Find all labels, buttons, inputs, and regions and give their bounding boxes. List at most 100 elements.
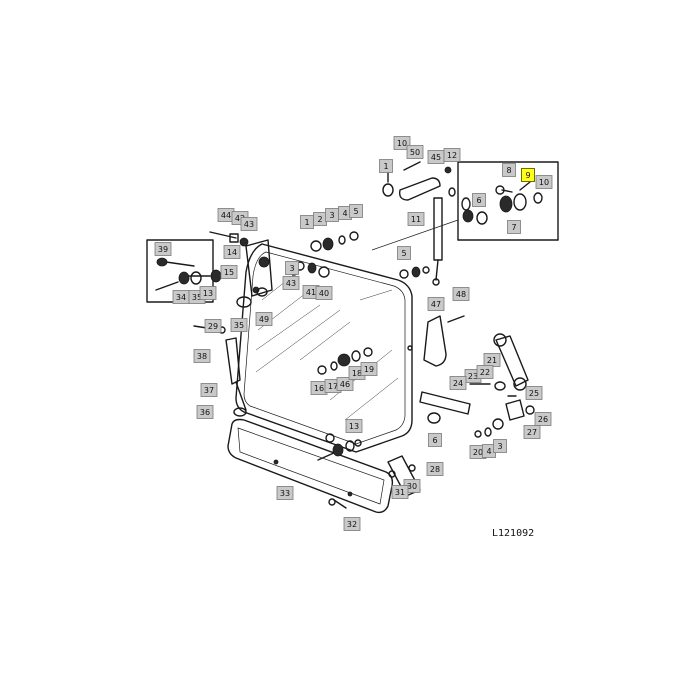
callout-box [220,265,238,279]
callout-3: 3 [325,208,339,222]
callout-25: 25 [525,386,543,400]
parts-artwork [146,161,559,514]
callout-5: 5 [397,246,411,260]
bottom-washers [317,433,362,461]
gas-strut-assembly [382,161,488,286]
callout-box [196,405,214,419]
callout-number: 25 [529,389,539,398]
callout-number: 45 [431,153,441,162]
callout-48: 48 [452,287,470,301]
callout-10: 10 [393,136,411,150]
callout-5: 5 [349,204,363,218]
callout-number: 35 [192,293,202,302]
callout-box [200,383,218,397]
callout-number: 3 [329,211,334,220]
callout-16: 16 [310,381,328,395]
callout-box [315,286,333,300]
callout-number: 5 [353,207,358,216]
callout-24: 24 [449,376,467,390]
callout-36: 36 [196,405,214,419]
callout-number: 41 [306,288,316,297]
callout-number: 21 [487,356,497,365]
mid-washers-cluster [317,347,373,375]
detail-frame-right [457,161,559,241]
callout-43: 43 [240,217,258,231]
callout-28: 28 [426,462,444,476]
link-arm-assembly [469,333,535,438]
callout-number: 8 [506,166,511,175]
callout-box [255,312,273,326]
callout-number: 40 [319,289,329,298]
callout-box [391,485,409,499]
callout-8: 8 [502,163,516,177]
callout-number: 6 [432,436,437,445]
callout-1: 1 [300,215,314,229]
callout-46: 46 [336,377,354,391]
callout-number: 13 [349,422,359,431]
callout-number: 15 [224,268,234,277]
callout-34: 34 [172,290,190,304]
callout-number: 34 [176,293,186,302]
callout-number: 43 [286,279,296,288]
callout-6: 6 [472,193,486,207]
callout-box [523,425,541,439]
callout-box [535,175,553,189]
callout-box [426,462,444,476]
callout-6: 6 [428,433,442,447]
callout-box [507,220,521,234]
callout-box [521,168,535,182]
top-left-hinge-parts [185,231,268,334]
reference-code: L121092 [492,528,534,539]
callout-number: 38 [197,352,207,361]
callout-number: 4 [342,209,347,218]
callout-27: 27 [523,425,541,439]
callout-box [502,163,516,177]
gas-strut-body [433,197,443,261]
callout-39: 39 [154,242,172,256]
callout-2: 2 [313,212,327,226]
callout-number: 10 [397,139,407,148]
callout-number: 10 [539,178,549,187]
callout-box [204,319,222,333]
callout-number: 24 [453,379,463,388]
callout-number: 3 [497,442,502,451]
callout-26: 26 [534,412,552,426]
callout-box [449,376,467,390]
callout-box [282,276,300,290]
callout-number: 32 [347,520,357,529]
latch-parts [399,266,430,351]
callout-box [285,261,299,275]
callout-box [336,377,354,391]
callout-box [343,517,361,531]
callout-box [154,242,172,256]
callout-35: 35 [230,318,248,332]
callout-box [472,193,486,207]
callout-33: 33 [276,486,294,500]
callout-number: 50 [410,148,420,157]
callout-box [427,297,445,311]
callout-37: 37 [200,383,218,397]
callout-29: 29 [204,319,222,333]
callout-number: 6 [476,196,481,205]
callout-3: 3 [493,439,507,453]
callout-box [428,433,442,447]
callout-31: 31 [391,485,409,499]
callout-number: 28 [430,465,440,474]
callout-number: 11 [411,215,421,224]
callout-number: 1 [383,162,388,171]
callout-49: 49 [255,312,273,326]
callout-10: 10 [535,175,553,189]
callout-number: 29 [208,322,218,331]
callout-box [493,439,507,453]
callout-38: 38 [193,349,211,363]
upper-hinge-plate [245,239,273,297]
callout-box [452,287,470,301]
callout-number: 9 [525,171,530,180]
callout-15: 15 [220,265,238,279]
callout-number: 35 [234,321,244,330]
callout-41: 41 [302,285,320,299]
callout-9-highlighted: 9 [521,168,535,182]
callout-number: 2 [317,215,322,224]
callout-box [240,217,258,231]
callout-box [379,159,393,173]
